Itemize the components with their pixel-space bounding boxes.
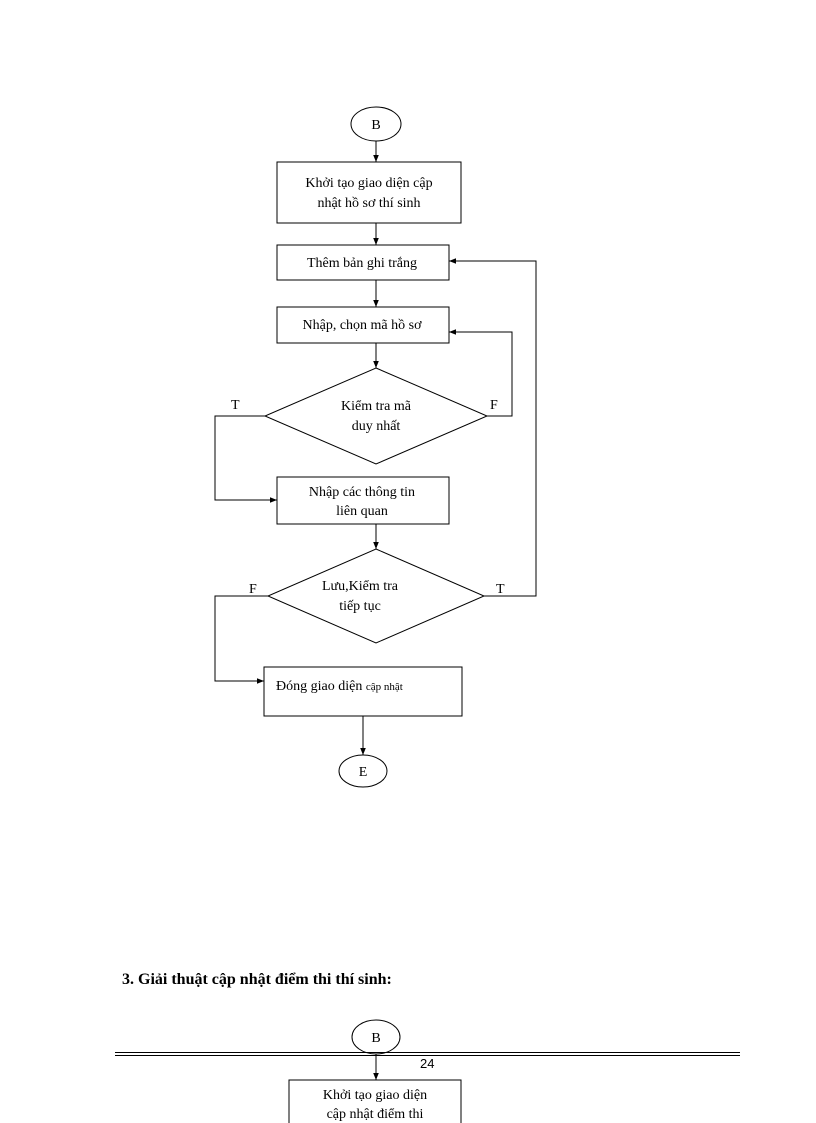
check-unique-false-label: F xyxy=(490,398,498,413)
init-label-line2: nhật hồ sơ thí sinh xyxy=(317,196,420,211)
start-terminator: B xyxy=(350,106,402,142)
edge-save-continue-true-loop xyxy=(449,258,537,597)
enter-info-label-line2: liên quan xyxy=(336,504,388,519)
edge-check-unique-false-loop xyxy=(449,329,513,417)
close-interface-process: Đóng giao diện cập nhật xyxy=(263,666,463,717)
flowchart2-start-terminator: B xyxy=(351,1019,401,1055)
enter-code-process: Nhập, chọn mã hồ sơ xyxy=(276,306,450,344)
enter-code-label: Nhập, chọn mã hồ sơ xyxy=(303,318,423,333)
section-heading: 3. Giải thuật cập nhật điểm thi thí sinh… xyxy=(122,971,392,988)
save-continue-label-line2: tiếp tục xyxy=(339,599,381,614)
flowchart2-init-label-line2: cập nhật điểm thi xyxy=(327,1107,424,1122)
edge-check-unique-true xyxy=(214,415,277,503)
check-unique-true-label: T xyxy=(231,398,240,413)
check-unique-label-line1: Kiểm tra mã xyxy=(341,399,412,414)
close-interface-label-small: cập nhật xyxy=(366,681,403,693)
edge-save-continue-false xyxy=(214,595,268,684)
start-label: B xyxy=(371,118,380,133)
end-label: E xyxy=(359,765,368,780)
add-blank-record-process: Thêm bản ghi trắng xyxy=(276,244,450,281)
enter-info-label-line1: Nhập các thông tin xyxy=(309,485,415,500)
page-number: 24 xyxy=(420,1056,435,1071)
check-unique-label-line2: duy nhất xyxy=(352,419,401,434)
save-continue-decision: Lưu,Kiểm tra tiếp tục xyxy=(266,548,486,644)
check-unique-decision: Kiểm tra mã duy nhất xyxy=(263,367,489,465)
footer-rule-bottom xyxy=(115,1055,740,1056)
save-continue-false-label: F xyxy=(249,582,257,597)
end-terminator: E xyxy=(338,754,388,788)
flowchart2-init-label-line1: Khởi tạo giao diện xyxy=(323,1088,427,1103)
save-continue-true-label: T xyxy=(496,582,505,597)
add-blank-record-label: Thêm bản ghi trắng xyxy=(307,256,417,271)
close-interface-label-main: Đóng giao diện xyxy=(276,679,366,694)
init-label-line1: Khởi tạo giao diện cập xyxy=(305,176,432,191)
close-interface-label: Đóng giao diện cập nhật xyxy=(276,679,403,694)
save-continue-label-line1: Lưu,Kiểm tra xyxy=(322,579,399,594)
init-process: Khởi tạo giao diện cập nhật hồ sơ thí si… xyxy=(276,161,462,224)
flowchart2-init-process: Khởi tạo giao diện cập nhật điểm thi xyxy=(288,1079,462,1123)
enter-info-process: Nhập các thông tin liên quan xyxy=(276,476,450,525)
footer-rule-top xyxy=(115,1052,740,1053)
flowchart2-start-label: B xyxy=(371,1031,380,1046)
